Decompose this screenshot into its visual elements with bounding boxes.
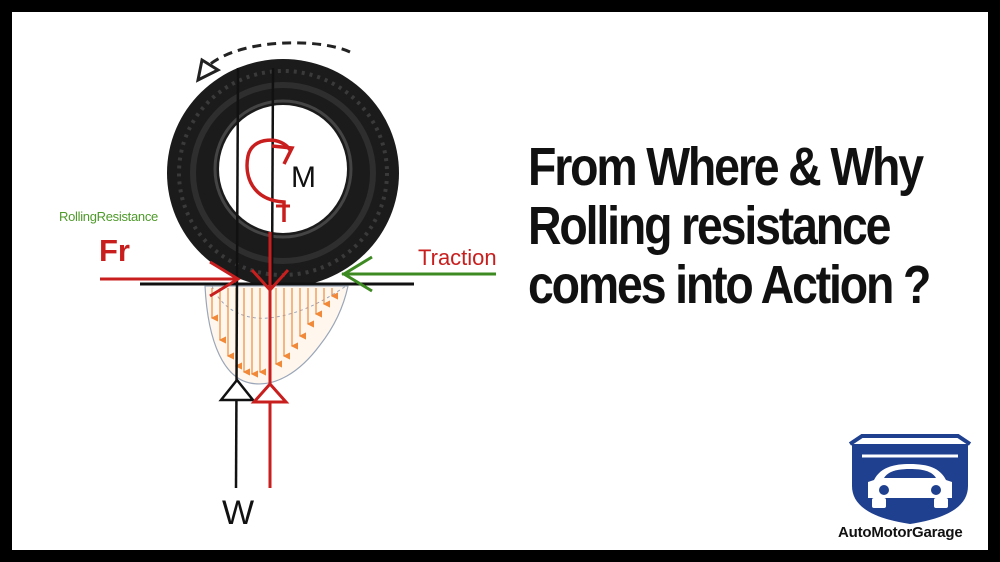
fr-label: Fr [99,233,130,268]
weight-label: W [222,494,255,532]
tire-icon [167,59,399,287]
rotation-arrow-icon [195,41,351,83]
headline-line-2: Rolling resistance [528,196,891,256]
headline: From Where & Why Rolling resistance come… [528,137,931,315]
headline-line-1: From Where & Why [528,137,924,197]
canvas [12,12,988,550]
headline-line-3: comes into Action ? [528,255,931,315]
traction-label: Traction [418,245,497,270]
pressure-distribution [204,285,349,385]
car-shield-logo-icon [848,434,972,524]
normal-force-line [250,67,290,488]
moment-label: M [291,161,316,194]
moment-arrow-icon [245,138,295,222]
rolling-resistance-label: RollingResistance [59,209,158,224]
fr-force-arrow [100,260,241,298]
traction-force-arrow [341,255,496,293]
brand-name: AutoMotorGarage [838,524,963,541]
